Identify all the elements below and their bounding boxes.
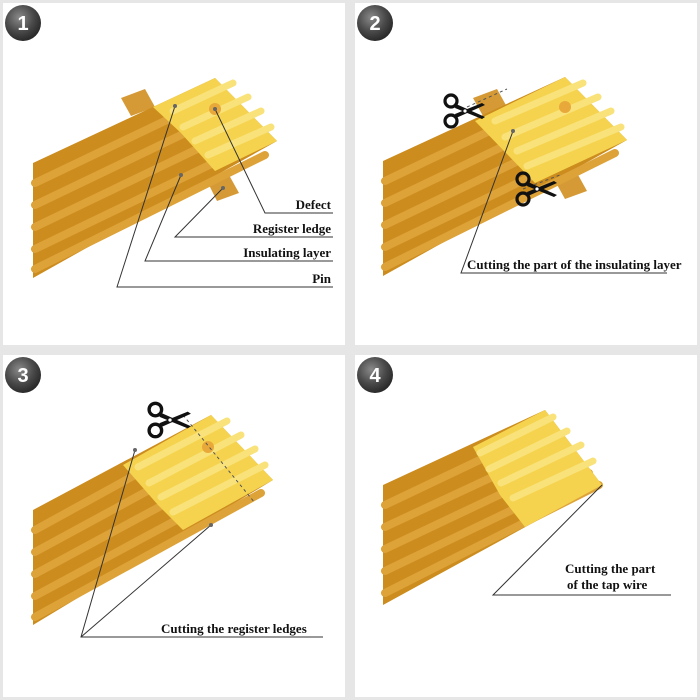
defect-mark xyxy=(202,441,214,453)
defect-mark xyxy=(559,101,571,113)
cut-guide-lines xyxy=(182,414,256,504)
label-register-ledge: Register ledge xyxy=(252,221,331,236)
step-number: 4 xyxy=(369,365,381,387)
label-pin: Pin xyxy=(312,271,331,286)
flex-cable-illustration xyxy=(31,78,333,288)
register-ledge-top xyxy=(121,89,155,116)
label-cut-ledges: Cutting the register ledges xyxy=(161,621,307,636)
panel-step-3: 3 Cutting the register ledges xyxy=(3,355,345,697)
uncovered-pin-area xyxy=(153,78,277,171)
step-number: 1 xyxy=(17,13,28,35)
pins xyxy=(491,79,625,170)
label-cut-tap-line2: of the tap wire xyxy=(567,577,648,592)
pins xyxy=(476,413,597,502)
step-badge: 3 xyxy=(5,357,41,393)
label-defect: Defect xyxy=(295,197,331,212)
pins xyxy=(134,417,269,516)
step-badge: 1 xyxy=(5,5,41,41)
leader-lines xyxy=(80,449,323,638)
step-badge: 4 xyxy=(357,357,393,393)
flex-cable-illustration xyxy=(381,410,671,605)
leader-lines xyxy=(116,105,333,288)
leader-lines xyxy=(491,484,671,596)
uncovered-pin-area xyxy=(123,415,273,530)
label-cut-tap-line1: Cutting the part xyxy=(565,561,656,576)
panel-step-2: 2 Cutting the part of the insulating lay… xyxy=(355,3,697,345)
panel-step-4: 4 Cutting the part of the tap wire xyxy=(355,355,697,697)
leader-lines xyxy=(460,130,667,274)
step-number: 3 xyxy=(17,365,28,387)
label-cut-insulation: Cutting the part of the insulating layer xyxy=(467,257,682,272)
panel-step-1: 1 Defect Register ledge Insulating layer… xyxy=(3,3,345,345)
step-number: 2 xyxy=(369,13,380,35)
label-insulating-layer: Insulating layer xyxy=(243,245,331,260)
step-badge: 2 xyxy=(357,5,393,41)
flex-cable-illustration xyxy=(31,401,323,638)
flex-cable-illustration xyxy=(381,77,667,276)
